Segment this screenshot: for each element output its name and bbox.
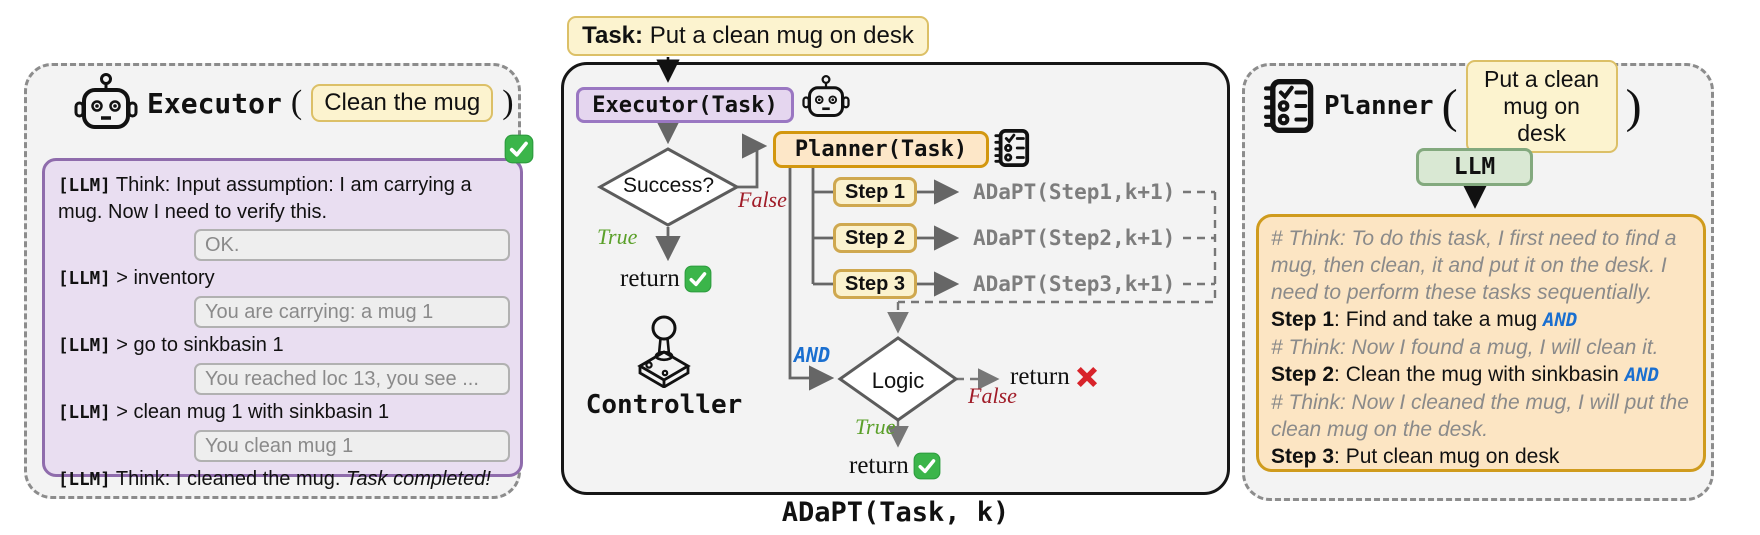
env-response-bubble: You are carrying: a mug 1	[194, 296, 510, 328]
step-label: Step 1	[1271, 308, 1335, 331]
paren-open: (	[290, 84, 303, 121]
plan-step-2: Step 2: Clean the mug with sinkbasin AND	[1271, 361, 1691, 389]
llm-tag: [LLM]	[58, 403, 111, 423]
false-label: False	[738, 187, 787, 212]
executor-dialog: [LLM] Think: Input assumption: I am carr…	[42, 158, 523, 490]
planner-title: Planner	[1324, 91, 1434, 121]
llm-chip: LLM	[1416, 148, 1533, 186]
env-response-bubble: You reached loc 13, you see ...	[194, 363, 510, 395]
env-response-bubble: You clean mug 1	[194, 430, 510, 462]
think-text: # Think: To do this task, I first need t…	[1271, 227, 1677, 304]
llm-think-line: [LLM] Think: Input assumption: I am carr…	[58, 172, 510, 225]
step-2-label: Step 2	[844, 226, 906, 249]
think-text: # Think: Now I cleaned the mug, I will p…	[1271, 391, 1689, 441]
adapt-call-3: ADaPT(Step3,k+1)	[973, 272, 1176, 296]
step-2-chip: Step 2	[833, 223, 917, 253]
return-word: return	[849, 452, 909, 479]
return-word: return	[620, 265, 680, 292]
planner-task-chip: Planner(Task)	[773, 131, 989, 168]
llm-action-line: [LLM] > go to sinkbasin 1	[58, 332, 510, 359]
executor-arg-chip: Clean the mug	[311, 84, 494, 122]
step-3-chip: Step 3	[833, 269, 917, 299]
planner-output: # Think: To do this task, I first need t…	[1256, 214, 1706, 472]
paren-close: )	[1625, 79, 1642, 133]
llm-action-line: [LLM] > clean mug 1 with sinkbasin 1	[58, 399, 510, 426]
checklist-icon	[1264, 79, 1314, 133]
step-text: : Put clean mug on desk	[1334, 445, 1560, 468]
llm-text: Think: Input assumption: I am carrying a…	[58, 174, 472, 223]
llm-action-line: [LLM] > inventory	[58, 265, 510, 292]
executor-header: Executor ( Clean the mug )	[74, 72, 514, 134]
return-success: return	[620, 265, 712, 293]
llm-text: > go to sinkbasin 1	[110, 334, 284, 356]
paren-close: )	[502, 84, 514, 121]
task-completed-text: Task completed!	[346, 468, 491, 490]
executor-task-chip: Executor(Task)	[576, 87, 794, 123]
controller-icon	[637, 315, 691, 388]
return-word: return	[1010, 363, 1070, 390]
task-chip: Task: Put a clean mug on desk	[567, 16, 929, 56]
env-response-bubble: OK.	[194, 229, 510, 261]
executor-task-label: Executor(Task)	[592, 92, 778, 118]
adapt-call-2: ADaPT(Step2,k+1)	[973, 226, 1176, 250]
planner-header: Planner ( Put a clean mug on desk )	[1262, 59, 1642, 153]
llm-tag: [LLM]	[58, 176, 111, 196]
planner-arg-chip: Put a clean mug on desk	[1465, 59, 1618, 153]
llm-tag: [LLM]	[58, 336, 111, 356]
plan-step-1: Step 1: Find and take a mug AND	[1271, 306, 1691, 334]
step-label: Step 2	[1271, 363, 1335, 386]
step-text: : Find and take a mug	[1334, 308, 1543, 331]
llm-text: > clean mug 1 with sinkbasin 1	[110, 401, 390, 423]
think-text: # Think: Now I found a mug, I will clean…	[1271, 336, 1659, 359]
check-icon	[504, 134, 534, 164]
and-operator: AND	[1624, 364, 1660, 386]
check-icon	[684, 265, 712, 293]
and-label: AND	[794, 343, 831, 367]
figure-caption: ADaPT(Task, k)	[781, 497, 1010, 528]
plan-step-3: Step 3: Put clean mug on desk	[1271, 443, 1691, 470]
return-failure: return	[1010, 363, 1100, 391]
step-label: Step 3	[1271, 445, 1335, 468]
true-label: True	[597, 224, 638, 249]
robot-icon	[802, 75, 850, 117]
step-3-label: Step 3	[844, 272, 906, 295]
cross-icon	[1076, 366, 1097, 388]
logic-label: Logic	[871, 368, 925, 393]
llm-chip-label: LLM	[1453, 154, 1496, 180]
and-operator: AND	[1543, 309, 1578, 331]
llm-tag: [LLM]	[58, 470, 111, 490]
success-label: Success?	[622, 174, 715, 197]
true-label: True	[855, 414, 896, 439]
llm-think-line: [LLM] Think: I cleaned the mug. Task com…	[58, 466, 510, 493]
llm-text: > inventory	[110, 267, 215, 289]
check-icon	[913, 452, 941, 480]
executor-title: Executor	[147, 86, 282, 120]
checklist-icon	[994, 129, 1030, 167]
step-1-chip: Step 1	[833, 177, 917, 207]
controller-label: Controller	[585, 390, 743, 420]
task-text: Put a clean mug on desk	[643, 22, 914, 49]
planner-task-label: Planner(Task)	[794, 137, 968, 162]
false-label: False	[968, 383, 1017, 408]
step-text: : Clean the mug with sinkbasin	[1334, 363, 1625, 386]
paren-open: (	[1441, 79, 1458, 133]
robot-icon	[74, 73, 138, 129]
return-logic-success: return	[849, 452, 941, 480]
llm-tag: [LLM]	[58, 269, 111, 289]
llm-text: Think: I cleaned the mug.	[110, 468, 347, 490]
adapt-call-1: ADaPT(Step1,k+1)	[973, 180, 1176, 204]
step-1-label: Step 1	[844, 180, 906, 203]
task-label: Task:	[582, 22, 644, 49]
